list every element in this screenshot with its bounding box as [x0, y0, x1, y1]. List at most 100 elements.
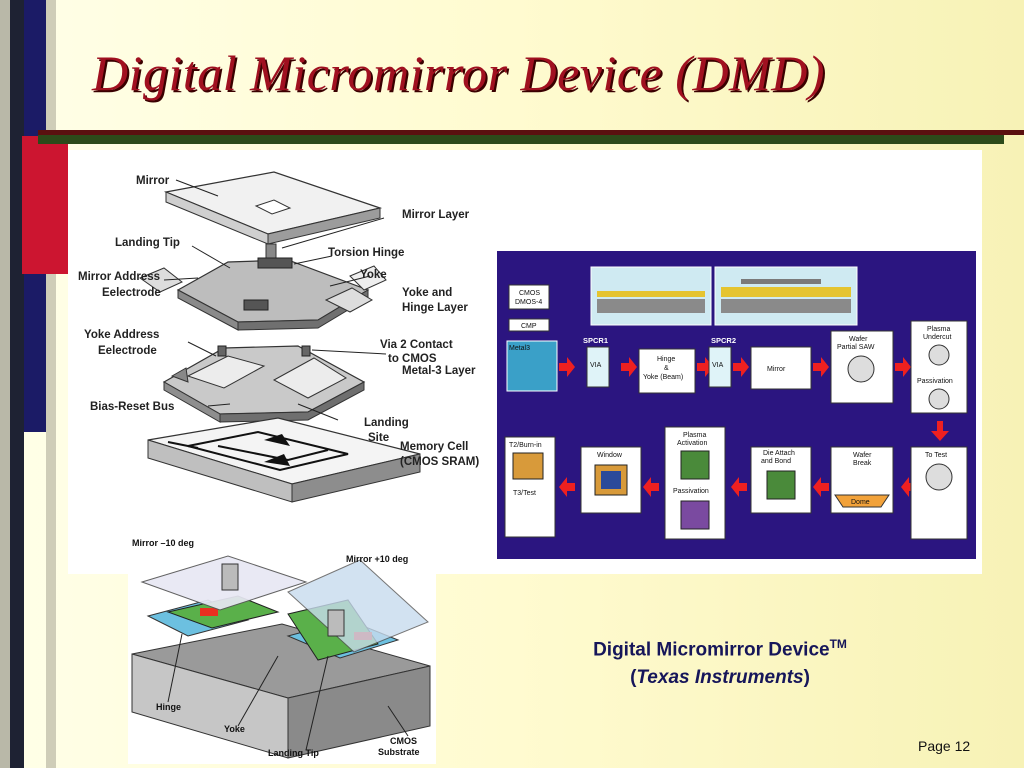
label-yoke: Yoke [224, 724, 245, 734]
label-cmos-1: CMOS [390, 736, 417, 746]
step-cmos-label-1: CMOS [519, 290, 540, 297]
step-mirror [750, 346, 812, 390]
step-window-glass [601, 471, 621, 489]
label-mirror-layer: Mirror Layer [402, 209, 470, 221]
step-break-label-1: Wafer [853, 452, 872, 459]
step-spcr1-label: SPCR1 [583, 336, 608, 345]
label-landing-tip: Landing Tip [115, 237, 180, 249]
left-stripe-dark [10, 0, 24, 768]
step-activation-chip [680, 450, 710, 480]
yoke-hinge-layer [138, 257, 387, 331]
step-burn-in-package [512, 452, 544, 480]
step-die-attach-chip [766, 470, 796, 500]
caption-paren-close: ) [803, 667, 810, 689]
caption-line-1: Digital Micromirror DeviceTM [520, 630, 920, 664]
step-spcr2-label: SPCR2 [711, 336, 736, 345]
step-activation-label-1: Plasma [683, 432, 706, 439]
step-passivation-chip [680, 500, 710, 530]
step-die-attach-label-1: Die Attach [763, 450, 795, 457]
label-yoke: Yoke [360, 269, 387, 281]
figure-caption: Digital Micromirror DeviceTM (Texas Inst… [520, 630, 920, 692]
step-passivation-right-label: Passivation [917, 378, 953, 385]
label-memory-cell-1: Memory Cell [400, 441, 468, 453]
caption-line-2: (Texas Instruments) [520, 664, 920, 692]
label-mirror-minus: Mirror –10 deg [132, 538, 194, 548]
step-window-label: Window [597, 452, 623, 459]
step-die-attach-label-2: and Bond [761, 458, 791, 465]
label-hinge: Hinge [156, 702, 181, 712]
label-landing-site-2: Site [368, 432, 389, 444]
step-cmp [508, 318, 550, 332]
flow-arrows [559, 357, 949, 497]
step-passivation-mid-label: Passivation [673, 488, 709, 495]
light-bar [46, 0, 56, 768]
caption-trademark: TM [829, 637, 847, 651]
cmos-substrate-right [287, 665, 431, 759]
slide-title: Digital Micromirror Device (DMD) [92, 45, 825, 101]
metal3-layer [162, 345, 366, 423]
label-bias-reset-bus: Bias-Reset Bus [90, 401, 174, 413]
label-torsion-hinge: Torsion Hinge [328, 247, 404, 259]
label-yoke-hinge-layer-2: Hinge Layer [402, 302, 468, 314]
caption-title: Digital Micromirror Device [593, 639, 830, 661]
cross-section-panels [590, 266, 858, 326]
label-yoke-address-2: Eelectrode [98, 345, 157, 357]
cmos-memory-cell [147, 417, 421, 503]
label-yoke-hinge-layer-1: Yoke and [402, 287, 452, 299]
step-metal3-label: Metal3 [509, 345, 530, 352]
step-to-test-label: To Test [925, 452, 947, 459]
step-activation-label-2: Activation [677, 440, 707, 447]
step-undercut-label-2: Undercut [923, 334, 951, 341]
mirror-plate [163, 171, 383, 261]
step-cmos-label-2: DMOS-4 [515, 299, 542, 306]
step-to-test [910, 446, 968, 540]
step-burn-in [504, 436, 556, 538]
label-via-contact-2: to CMOS [388, 353, 437, 365]
label-yoke-address-1: Yoke Address [84, 329, 159, 341]
step-hinge-label-3: Yoke (Beam) [643, 374, 683, 381]
landing-tip-left [200, 608, 218, 616]
mirror-pixel-diagram: Mirror –10 deg Mirror +10 deg Hinge Yoke… [128, 536, 436, 764]
step-cmp-label: CMP [521, 323, 537, 330]
red-block [22, 136, 68, 274]
title-underline-green [38, 135, 1004, 144]
step-via1-label: VIA [590, 362, 602, 369]
step-cmos [508, 284, 550, 310]
step-mirror-label: Mirror [767, 366, 786, 373]
step-dome-label: Dome [851, 499, 870, 506]
label-landing-tip: Landing Tip [268, 748, 319, 758]
page-number: Page 12 [918, 738, 971, 754]
left-stripe-gray [0, 0, 10, 768]
step-via1 [586, 346, 610, 388]
step-metal3 [506, 340, 558, 392]
step-via2 [708, 346, 732, 388]
caption-source: Texas Instruments [636, 667, 804, 689]
step-hinge-label-2: & [664, 365, 669, 372]
mirror-post-right [327, 609, 345, 637]
mirror-post-left [221, 563, 239, 591]
title-underline [38, 130, 1024, 135]
process-flow-diagram: CMOS DMOS-4 CMP Metal3 SPCR1 VIA Hinge &… [497, 251, 976, 559]
label-mirror: Mirror [136, 175, 170, 187]
label-mirror-address-2: Eelectrode [102, 287, 161, 299]
step-burn-in-label: T2/Burn-in [509, 442, 542, 449]
step-hinge [638, 348, 696, 394]
step-to-test-wafer [925, 463, 953, 491]
label-memory-cell-2: (CMOS SRAM) [400, 456, 479, 468]
step-undercut-wafer [928, 344, 950, 366]
label-cmos-2: Substrate [378, 747, 420, 757]
label-mirror-plus: Mirror +10 deg [346, 554, 408, 564]
leader-lines [163, 179, 387, 421]
step-saw-label-2: Partial SAW [837, 344, 875, 351]
step-t3-test-label: T3/Test [513, 490, 536, 497]
label-landing-site-1: Landing [364, 417, 409, 429]
label-metal3-layer: Metal-3 Layer [402, 365, 476, 377]
step-break-label-2: Break [853, 460, 872, 467]
caption-paren-open: ( [630, 667, 637, 689]
step-undercut-label-1: Plasma [927, 326, 950, 333]
exploded-layer-diagram: Mirror Landing Tip Mirror Address Eelect… [78, 171, 479, 503]
step-via2-label: VIA [712, 362, 724, 369]
step-saw-wafer [847, 355, 875, 383]
pixel-leader-lines [167, 633, 409, 751]
